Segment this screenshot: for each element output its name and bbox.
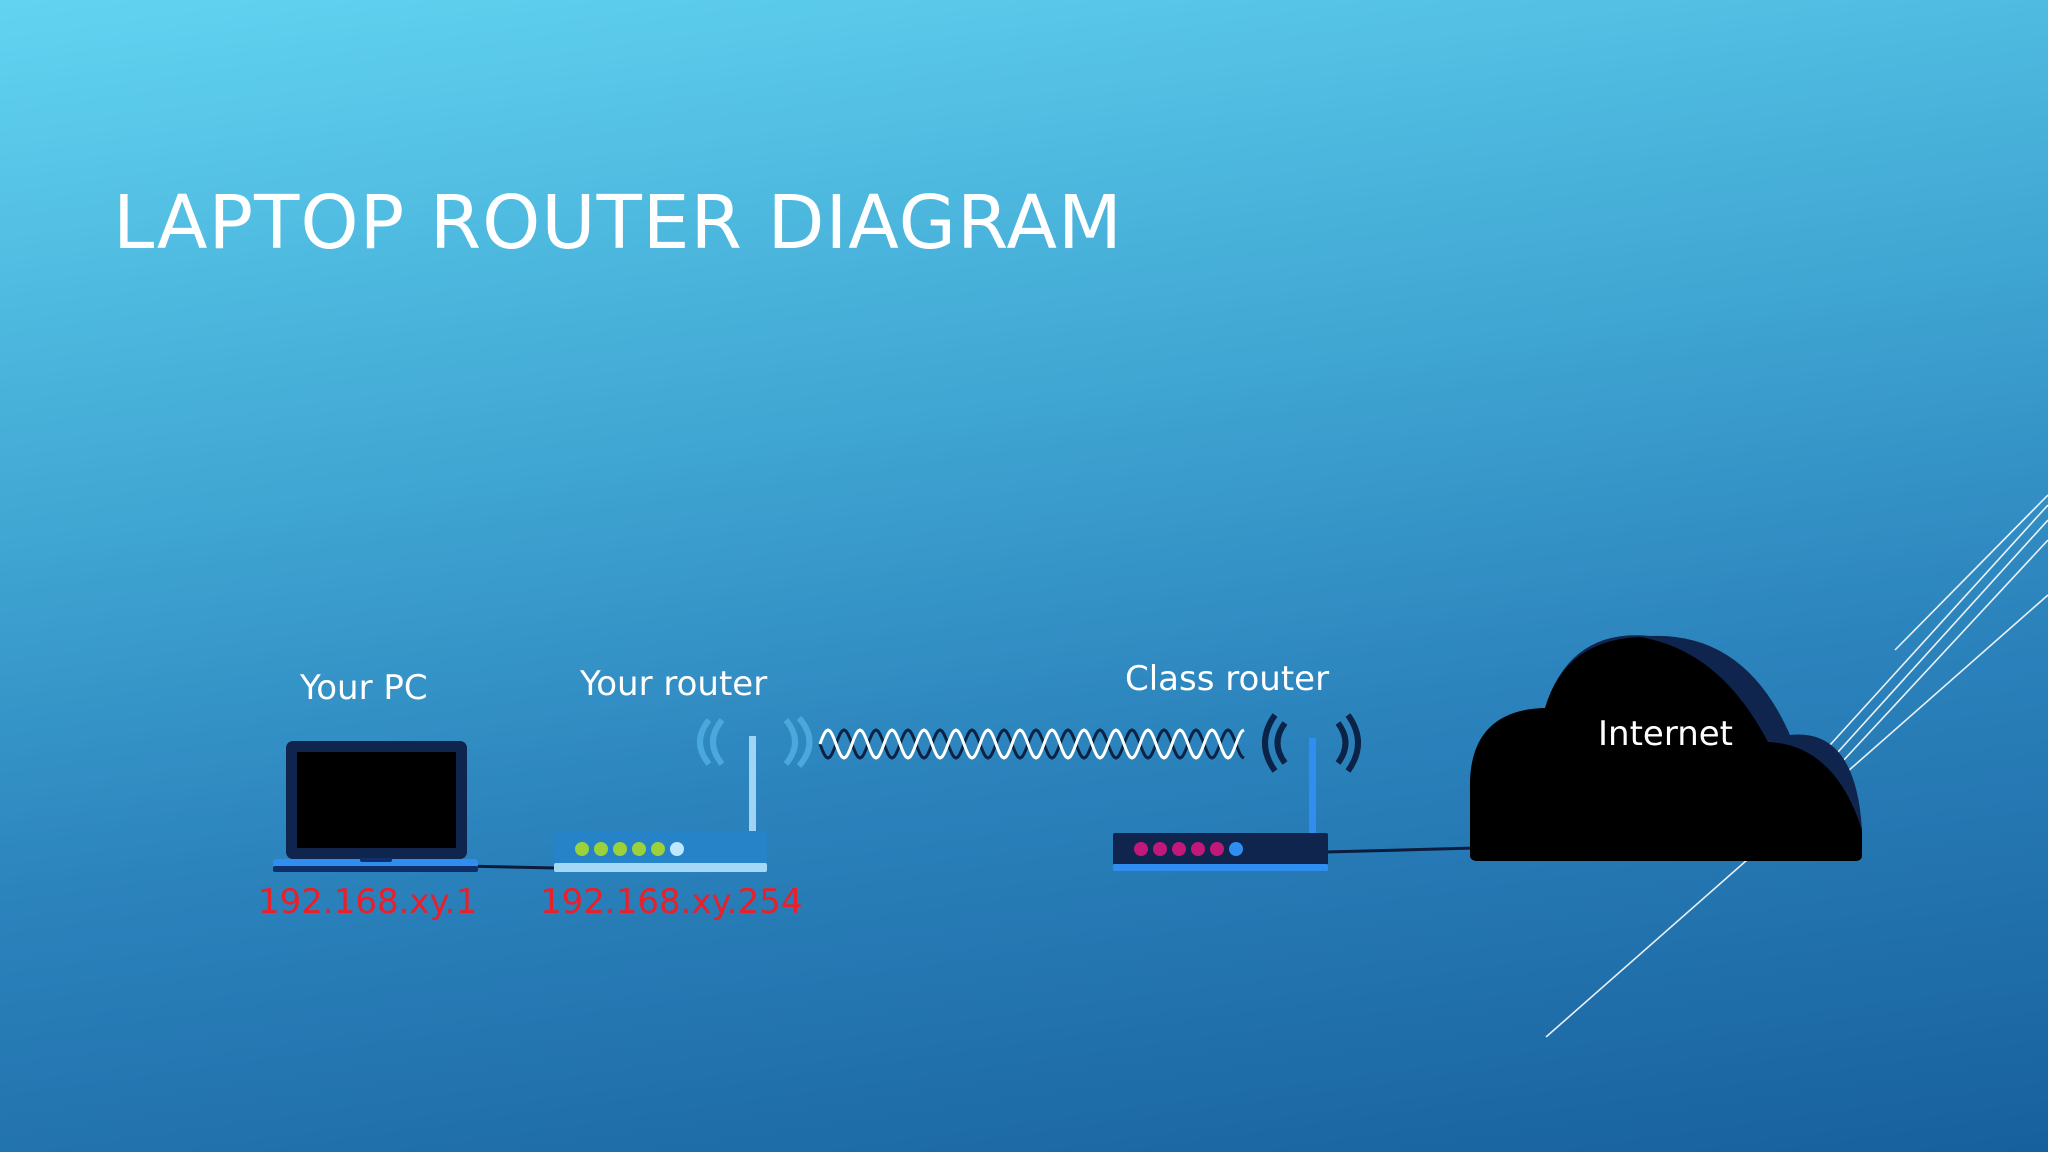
your-router-label: Your router [580, 664, 768, 704]
router-led [651, 842, 665, 856]
router-led [575, 842, 589, 856]
wireless-signal-icon [818, 728, 1245, 760]
router-led [1229, 842, 1243, 856]
internet-label: Internet [1598, 714, 1734, 754]
slide-title: LAPTOP ROUTER DIAGRAM [113, 180, 1123, 266]
pc-label: Your PC [300, 668, 428, 708]
router-led [594, 842, 608, 856]
class-router-label: Class router [1125, 659, 1330, 699]
class-router-icon [1113, 713, 1361, 871]
router-led [670, 842, 684, 856]
router-led [1210, 842, 1224, 856]
cloud-icon [1469, 635, 1862, 861]
pc-ip-address: 192.168.xy.1 [258, 882, 478, 922]
decorative-lines [1545, 494, 2048, 1038]
router-led [613, 842, 627, 856]
router-led [1191, 842, 1205, 856]
your-router-ip-address: 192.168.xy.254 [540, 882, 803, 922]
router-led [632, 842, 646, 856]
router-led [1172, 842, 1186, 856]
cable-classrouter-internet [1325, 846, 1476, 854]
laptop-icon [273, 741, 478, 872]
router-led [1134, 842, 1148, 856]
router-led [1153, 842, 1167, 856]
your-router-icon [554, 716, 813, 872]
